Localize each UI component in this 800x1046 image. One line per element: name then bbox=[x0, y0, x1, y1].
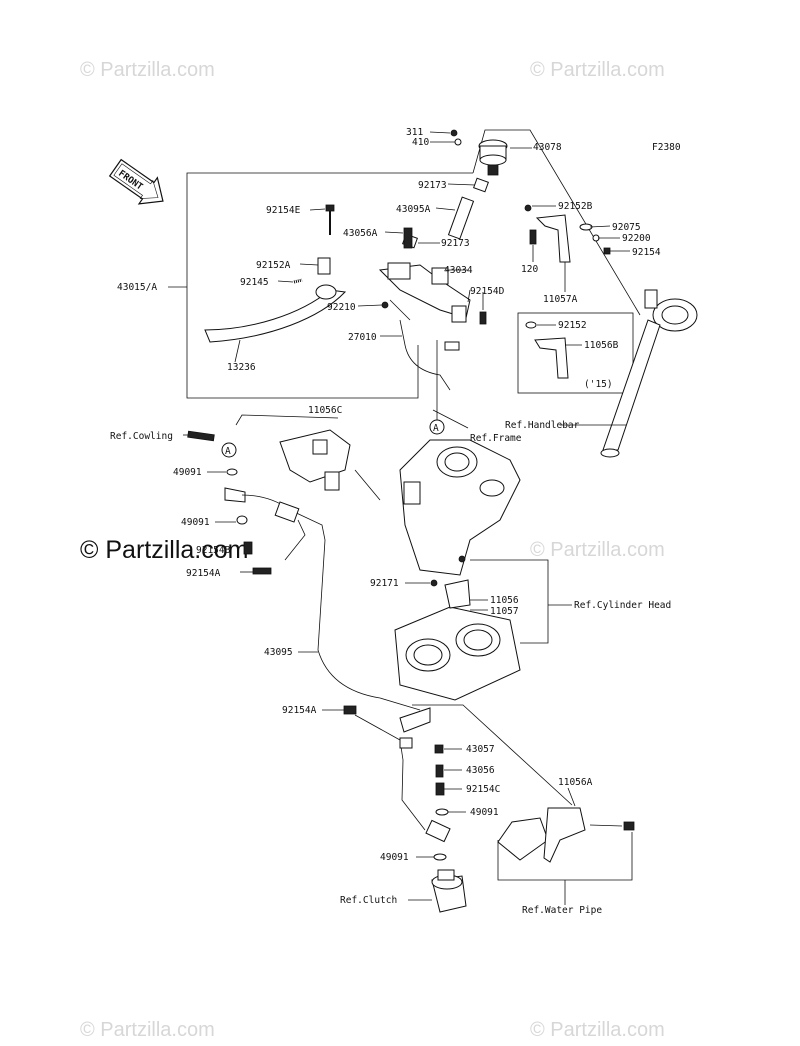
label-11057: 11057 bbox=[490, 606, 519, 617]
label-410: 410 bbox=[412, 137, 429, 148]
label-49091-d: 49091 bbox=[380, 852, 409, 863]
label-92145: 92145 bbox=[240, 277, 269, 288]
label-92154B: 92154B bbox=[196, 545, 231, 556]
label-92154C: 92154C bbox=[466, 784, 500, 795]
label-92173-b: 92173 bbox=[441, 238, 470, 249]
label-ref-handlebar: Ref.Handlebar bbox=[505, 420, 580, 431]
label-43056A: 43056A bbox=[343, 228, 378, 239]
label-ref-frame: Ref.Frame bbox=[470, 433, 522, 444]
label-92152: 92152 bbox=[558, 320, 587, 331]
label-92173-a: 92173 bbox=[418, 180, 447, 191]
label-92154: 92154 bbox=[632, 247, 661, 258]
front-arrow-icon: FRONT bbox=[108, 158, 164, 205]
label-ref-clutch: Ref.Clutch bbox=[340, 895, 397, 906]
label-27010: 27010 bbox=[348, 332, 377, 343]
master-cylinder-box bbox=[186, 172, 473, 399]
label-43095: 43095 bbox=[264, 647, 293, 658]
callout-a-upper: A bbox=[433, 423, 439, 434]
watermark-bottom-right: © Partzilla.com bbox=[530, 1019, 665, 1041]
label-11056C: 11056C bbox=[308, 405, 342, 416]
label-11057A: 11057A bbox=[543, 294, 578, 305]
label-92152B: 92152B bbox=[558, 201, 593, 212]
label-ref-cowling: Ref.Cowling bbox=[110, 431, 173, 442]
label-311: 311 bbox=[406, 127, 423, 138]
label-year-note: ('15) bbox=[584, 379, 613, 390]
label-11056A: 11056A bbox=[558, 777, 593, 788]
watermark-top-right: © Partzilla.com bbox=[530, 59, 665, 81]
clutch-lever-part bbox=[204, 284, 347, 343]
clutch-slave-part bbox=[431, 869, 467, 913]
inset-1515-box bbox=[517, 312, 634, 394]
watermark-mid-left: © Partzilla.com bbox=[80, 536, 248, 564]
label-49091-b: 49091 bbox=[181, 517, 210, 528]
watermark-mid-right: © Partzilla.com bbox=[530, 539, 665, 561]
label-11056: 11056 bbox=[490, 595, 519, 606]
watermark-bottom-left: © Partzilla.com bbox=[80, 1019, 215, 1041]
reservoir-part bbox=[478, 139, 508, 176]
label-43015A: 43015/A bbox=[117, 282, 157, 293]
label-92171: 92171 bbox=[370, 578, 399, 589]
label-11056B: 11056B bbox=[584, 340, 619, 351]
handlebar-part bbox=[600, 289, 698, 458]
label-13236: 13236 bbox=[227, 362, 256, 373]
cylinder-head-part bbox=[394, 606, 521, 701]
label-43057: 43057 bbox=[466, 744, 495, 755]
label-43078: 43078 bbox=[533, 142, 562, 153]
label-49091-c: 49091 bbox=[470, 807, 499, 818]
cowling-bracket-part bbox=[279, 429, 351, 491]
label-92210: 92210 bbox=[327, 302, 356, 313]
callout-a-lower: A bbox=[225, 446, 231, 457]
label-92154E: 92154E bbox=[266, 205, 301, 216]
label-92154A-a: 92154A bbox=[186, 568, 221, 579]
watermark-top-left: © Partzilla.com bbox=[80, 59, 215, 81]
label-92154A-b: 92154A bbox=[282, 705, 317, 716]
label-92154D: 92154D bbox=[470, 286, 505, 297]
label-120: 120 bbox=[521, 264, 538, 275]
frame-part bbox=[399, 439, 521, 576]
label-ref-water-pipe: Ref.Water Pipe bbox=[522, 905, 602, 916]
label-92200: 92200 bbox=[622, 233, 651, 244]
master-cylinder-body bbox=[378, 262, 471, 323]
label-43095A: 43095A bbox=[396, 204, 431, 215]
label-49091-a: 49091 bbox=[173, 467, 202, 478]
label-ref-cylinder-head: Ref.Cylinder Head bbox=[574, 600, 671, 611]
diagram-code: F2380 bbox=[652, 142, 681, 153]
label-43034: 43034 bbox=[444, 265, 473, 276]
label-43056: 43056 bbox=[466, 765, 495, 776]
label-92152A: 92152A bbox=[256, 260, 291, 271]
water-pipe-part bbox=[497, 807, 635, 863]
label-92075: 92075 bbox=[612, 222, 641, 233]
